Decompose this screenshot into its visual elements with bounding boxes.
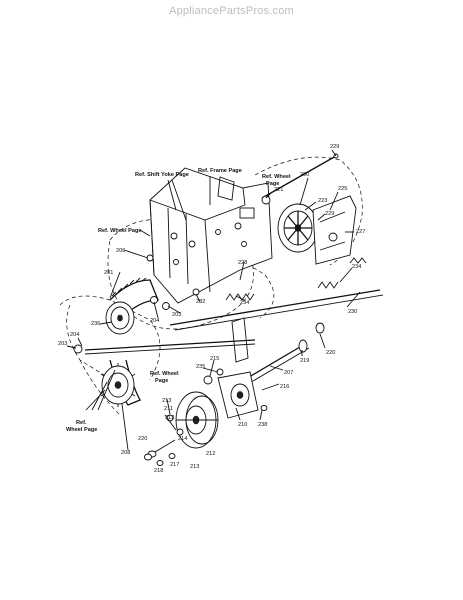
callout-204b: 204 <box>70 332 79 338</box>
nut-213b <box>176 428 184 436</box>
callout-213b: 213 <box>165 415 174 421</box>
outline-right-wheel <box>254 156 363 266</box>
ref-wheel-mid-line1: Ref. Wheel <box>150 371 179 377</box>
callout-223: 223 <box>318 198 327 204</box>
callout-218: 218 <box>154 468 163 474</box>
callout-207: 207 <box>284 370 293 376</box>
callout-229: 229 <box>330 144 339 150</box>
bushing-204 <box>162 302 170 310</box>
top-shaft <box>261 155 337 199</box>
collar-215 <box>203 375 213 385</box>
shift-shaft <box>169 289 381 326</box>
bolt-217 <box>168 453 176 459</box>
callout-217: 217 <box>170 462 179 468</box>
callout-229b: 229 <box>325 211 334 217</box>
callout-225: 225 <box>338 186 347 192</box>
frame-housing <box>149 167 273 304</box>
spring-234b <box>317 281 339 289</box>
callout-212: 212 <box>206 451 215 457</box>
ref-wheel-mid-line2: Page <box>155 378 168 384</box>
lever <box>231 317 249 363</box>
callout-203a: 203 <box>172 312 181 318</box>
hex-shaft-b <box>247 347 310 385</box>
callout-236: 236 <box>91 321 100 327</box>
callout-219: 219 <box>300 358 309 364</box>
callout-232: 232 <box>196 299 205 305</box>
spring-227 <box>349 257 367 264</box>
callout-215a: 215 <box>210 356 219 362</box>
callout-227: 227 <box>356 229 365 235</box>
ref-wheel-top-line2: Page <box>266 181 279 187</box>
ref-frame-page: Ref. Frame Page <box>198 168 242 174</box>
hex-shaft <box>243 343 306 381</box>
callout-238: 238 <box>258 422 267 428</box>
shift-shaft-lower <box>174 294 384 331</box>
callout-228: 228 <box>238 260 247 266</box>
leader-lines <box>66 149 361 451</box>
callout-213c: 213 <box>190 464 199 470</box>
bearing-221 <box>261 195 271 205</box>
ref-wheel-bottom-line1: Ref. <box>76 420 87 426</box>
washer-238 <box>260 405 268 411</box>
callout-216: 216 <box>280 384 289 390</box>
callout-206: 206 <box>116 248 125 254</box>
callout-235: 235 <box>196 364 205 370</box>
pulley <box>175 391 219 449</box>
sprocket-upper <box>105 301 135 335</box>
callout-204a: 204 <box>150 318 159 324</box>
spring-234a <box>225 293 255 301</box>
bushing-220 <box>315 322 325 334</box>
right-bracket <box>312 195 357 265</box>
callout-221: 221 <box>274 187 283 193</box>
callout-210: 210 <box>238 422 247 428</box>
friction-wheel <box>277 203 319 253</box>
nut-220 <box>144 453 152 461</box>
site-watermark: AppliancePartsPros.com <box>169 5 294 17</box>
callout-220b: 220 <box>138 436 147 442</box>
outline-lower-left <box>66 304 121 416</box>
callout-213a: 213 <box>162 398 171 404</box>
sprocket-lower <box>100 363 136 407</box>
ref-wheel-bottom-line2: Wheel Page <box>66 427 97 433</box>
callout-201: 201 <box>104 270 113 276</box>
collar-203 <box>73 344 83 354</box>
bearing-housing <box>217 371 259 419</box>
lower-axle-b <box>84 343 256 355</box>
callout-234b: 234 <box>240 300 249 306</box>
callout-220a: 220 <box>326 350 335 356</box>
lower-axle <box>84 339 256 351</box>
outline-left-gear <box>59 295 161 381</box>
ref-wheel-left: Ref. Wheel Page <box>98 228 142 234</box>
callout-208: 208 <box>121 450 130 456</box>
ref-wheel-top-line1: Ref. Wheel <box>262 174 291 180</box>
washer-218 <box>156 460 164 466</box>
callout-214: 214 <box>178 436 187 442</box>
bearing-219 <box>298 339 308 353</box>
callout-211: 211 <box>164 406 173 412</box>
callout-234: 234 <box>352 264 361 270</box>
ref-shift-yoke-page: Ref. Shift Yoke Page <box>135 172 189 178</box>
callout-203b: 203 <box>58 341 67 347</box>
callout-200: 200 <box>300 172 309 178</box>
callout-230: 230 <box>348 309 357 315</box>
